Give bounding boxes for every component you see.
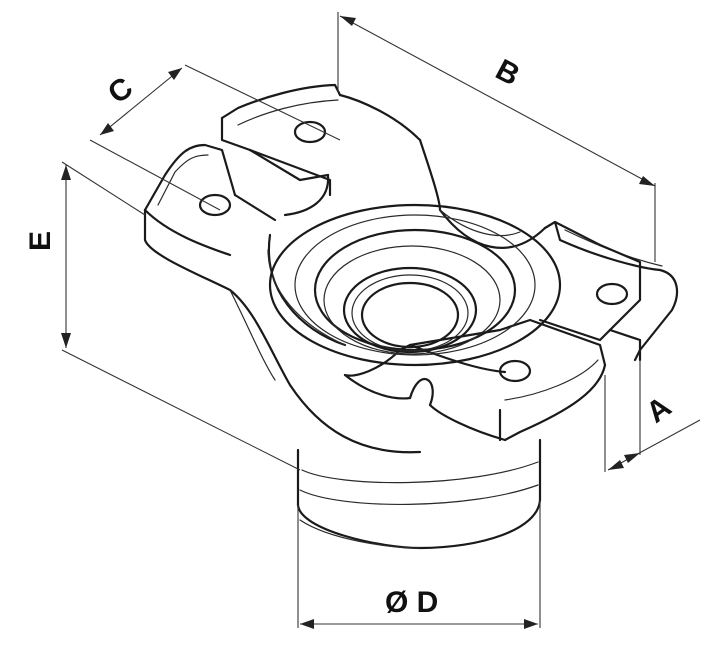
cutaways [283,138,602,400]
mounting-holes [198,120,629,383]
top-ear [220,83,422,197]
label-d: Ø D [385,586,438,619]
label-c: C [102,71,139,110]
label-e: E [24,231,57,251]
hole-top [293,120,327,144]
hole-left [198,193,232,217]
label-b: B [490,53,525,92]
dimension-a: A [604,360,701,472]
bottom-cylinder [296,438,542,550]
right-ear [538,220,679,362]
central-bore [268,203,562,367]
hole-right [595,282,629,306]
body-outline [143,208,422,454]
dimension-c: C [89,64,341,211]
left-ear [143,143,277,257]
label-a: A [641,390,678,429]
dimension-e: E [24,161,301,471]
front-ear [408,318,607,442]
dimension-b: B [337,12,656,262]
flange-part [143,83,679,550]
hole-front [498,359,532,383]
dimension-d: Ø D [297,500,541,629]
